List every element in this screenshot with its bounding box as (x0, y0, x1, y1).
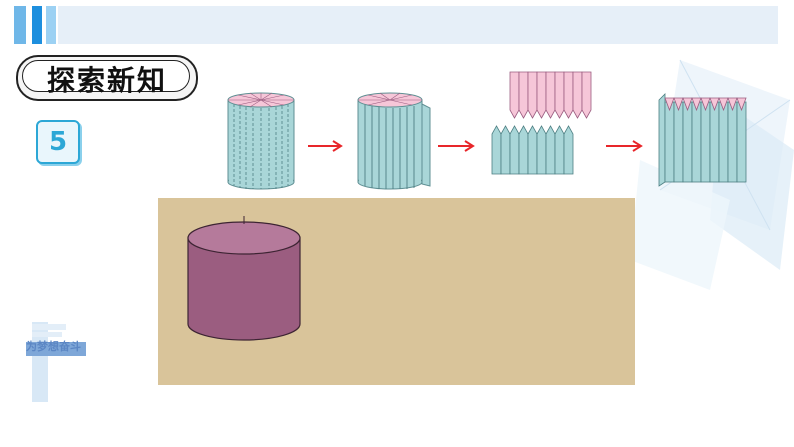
near-cuboid-icon (658, 93, 747, 187)
top-banner (0, 0, 794, 52)
banner-main-bar (58, 6, 778, 44)
watermark-text: 为梦想奋斗 (26, 340, 81, 353)
watermark-logo: 为梦想奋斗 (26, 318, 122, 408)
watermark-shape-icon (26, 322, 86, 402)
banner-stripe-light (14, 6, 26, 44)
right-arrow-icon (438, 140, 475, 152)
section-title: 探索新知 (46, 64, 167, 97)
banner-stripe-dark (32, 6, 42, 44)
split-halves-icon (491, 71, 592, 175)
step-number-badge: 5 (36, 120, 80, 164)
right-arrow-icon (606, 140, 643, 152)
title-pill-inner (22, 60, 190, 92)
step-number: 5 (48, 127, 68, 157)
cylinder-transformation-diagram (227, 71, 618, 190)
purple-cylinder-icon (187, 216, 301, 341)
section-title-pill: 探索新知 (16, 55, 198, 101)
cylinder-sectors-icon (227, 92, 295, 190)
cylinder-cut-open-icon (357, 92, 431, 190)
banner-stripe-pale (46, 6, 56, 44)
right-arrow-icon (308, 140, 343, 152)
